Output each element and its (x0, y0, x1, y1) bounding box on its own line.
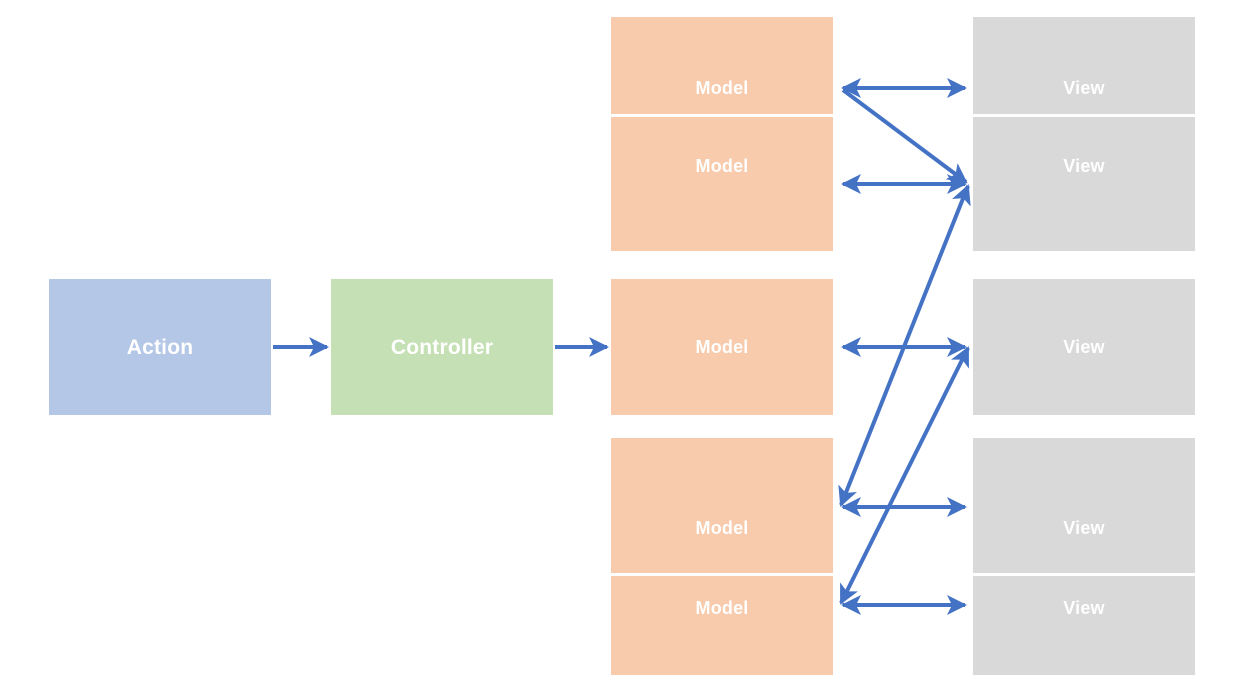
node-view-3[interactable]: View (973, 279, 1195, 415)
node-model-4-lower[interactable]: Model (611, 576, 833, 675)
edge-diagonal-model-4-to-view-2 (838, 184, 971, 507)
node-view-4[interactable]: View (973, 438, 1195, 573)
edge-diagonal-model-1-to-view-2 (841, 88, 968, 184)
node-model-4[interactable]: Model (611, 438, 833, 573)
node-view-2[interactable]: View (973, 117, 1195, 251)
node-model-3[interactable]: Model (611, 279, 833, 415)
node-model-2[interactable]: Model (611, 117, 833, 251)
node-controller[interactable]: Controller (331, 279, 553, 415)
node-view-4-label: View (1063, 517, 1105, 538)
node-view-1-label: View (1063, 77, 1105, 98)
node-controller-label: Controller (390, 335, 494, 359)
edge-diagonal-model-4-lower-to-view-3 (839, 346, 970, 605)
node-view-3-label: View (1063, 337, 1105, 357)
node-model-3-label: Model (695, 337, 749, 357)
node-model-1[interactable]: Model (611, 17, 833, 114)
node-view-4-lower-label: View (1063, 597, 1105, 618)
node-action-label: Action (126, 335, 194, 359)
node-view-4-lower[interactable]: View (973, 576, 1195, 675)
node-model-1-label: Model (695, 77, 749, 98)
node-view-1[interactable]: View (973, 17, 1195, 114)
node-model-4-lower-label: Model (695, 597, 749, 618)
node-model-4-label: Model (695, 517, 749, 538)
node-model-2-label: Model (695, 156, 749, 176)
node-view-2-label: View (1063, 156, 1105, 176)
node-action[interactable]: Action (49, 279, 271, 415)
